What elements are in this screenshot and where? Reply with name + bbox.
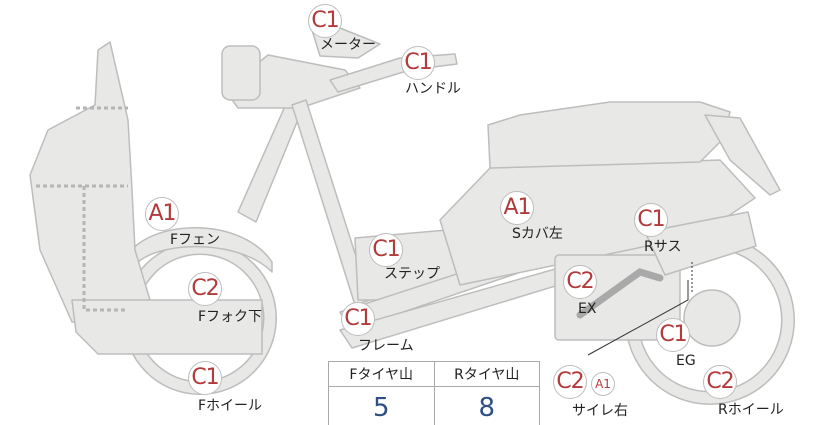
grade-badge-fwheel: C1	[188, 361, 222, 395]
part-label-handle: ハンドル	[405, 81, 461, 97]
grade-badge-ffork: C2	[188, 272, 222, 306]
part-label-meter: メーター	[320, 37, 376, 53]
grade-badge-ex: C2	[563, 265, 597, 299]
leader-line	[587, 280, 689, 356]
grade-badge-rsus: C1	[634, 203, 668, 237]
header-front-tire-tread: Fタイヤ山	[328, 361, 435, 387]
table-row: 5 8	[328, 386, 540, 425]
grade-badge-scover: A1	[500, 191, 534, 225]
grade-badge-handle: C1	[401, 46, 435, 80]
part-label-muffler: サイレ右	[572, 403, 628, 419]
headlight-shape	[221, 45, 261, 101]
table-header-row: Fタイヤ山 Rタイヤ山	[328, 361, 540, 387]
exhaust-pipe-shape	[576, 268, 664, 319]
rear-hub-shape	[683, 289, 741, 347]
part-label-ffender: Fフェン	[170, 232, 221, 248]
front-lower-cover-shape	[71, 299, 263, 355]
rear-shock-shape	[644, 211, 757, 276]
part-label-ffork: Fフォク下	[198, 309, 263, 325]
grade-badge-rwheel: C2	[703, 365, 737, 399]
grade-badge-ffender: A1	[145, 197, 179, 231]
part-label-ex: EX	[578, 301, 597, 317]
part-label-scover: Sカバ左	[512, 226, 563, 242]
tail-shape	[704, 114, 781, 196]
part-label-step: ステップ	[384, 266, 440, 282]
part-label-rwheel: Rホイール	[718, 402, 784, 418]
front-fender-shape	[127, 227, 273, 273]
grade-badge-step: C1	[369, 233, 403, 267]
header-rear-tire-tread: Rタイヤ山	[433, 361, 540, 387]
value-front-tire-tread: 5	[328, 386, 435, 425]
grade-badge-muffler-sub: A1	[591, 372, 615, 396]
grade-badge-frame: C1	[341, 302, 375, 336]
part-label-eg: EG	[676, 353, 696, 369]
grade-badge-meter: C1	[308, 4, 342, 38]
grade-badge-eg: C1	[656, 318, 690, 352]
value-rear-tire-tread: 8	[433, 386, 540, 425]
part-label-rsus: Rサス	[644, 239, 682, 255]
tire-tread-table: Fタイヤ山 Rタイヤ山 5 8	[328, 361, 540, 425]
seat-shape	[487, 101, 731, 169]
part-label-frame: フレーム	[358, 338, 414, 354]
front-cowl-shape	[29, 41, 169, 323]
part-label-fwheel: Fホイール	[198, 398, 263, 414]
grade-badge-muffler: C2	[553, 365, 587, 399]
